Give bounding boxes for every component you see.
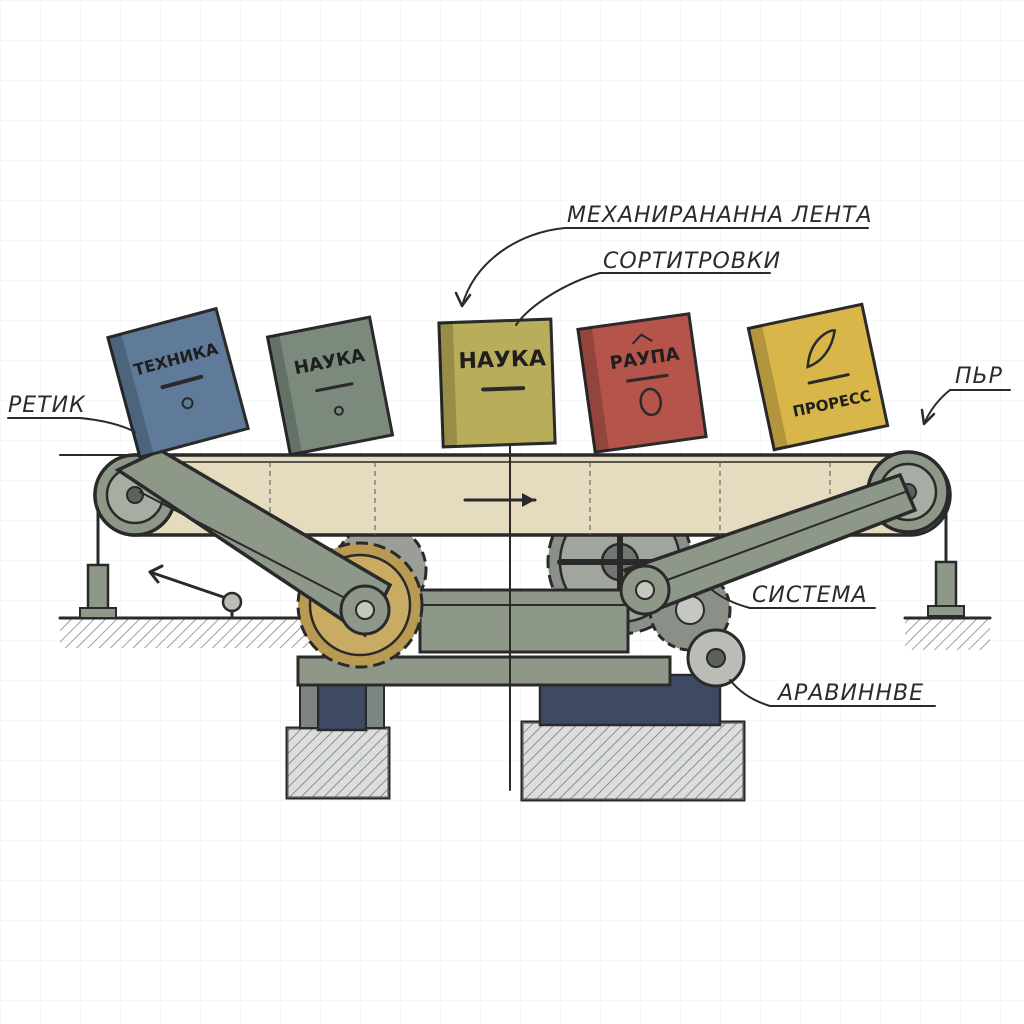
- label-left: РЕТИК: [8, 393, 86, 418]
- book-4: РАУПА: [576, 312, 708, 454]
- book-3-cover: [437, 317, 557, 449]
- label-sorting: СОРТИТРОВКИ: [603, 249, 781, 274]
- book-3: НАУКА: [437, 317, 557, 449]
- book-5-cover: [746, 302, 890, 452]
- pulley-lower-right: [686, 628, 746, 688]
- label-bottom: АРАВИННВЕ: [776, 681, 924, 706]
- foundation-right: [520, 720, 746, 802]
- book-2: НАУКА: [265, 315, 395, 457]
- feather-icon: [806, 329, 837, 369]
- foundation-left: [285, 726, 391, 800]
- small-lever: [148, 564, 252, 620]
- arm-left: [114, 448, 393, 638]
- book-2-cover: [265, 315, 395, 457]
- label-belt: МЕХАНИРАНАННА ЛЕНТА: [567, 203, 873, 228]
- floor: [58, 616, 992, 650]
- book-4-cover: [576, 312, 708, 454]
- book-1: ТЕХНИКА: [106, 306, 250, 460]
- label-right: ПЬР: [955, 364, 1003, 389]
- leg-left: [79, 508, 117, 619]
- direction-arrow-icon: [522, 493, 535, 507]
- book-3-title: НАУКА: [458, 346, 546, 374]
- label-system: СИСТЕМА: [752, 583, 868, 608]
- drive-beam: [418, 588, 630, 654]
- leader-lines: [7, 227, 1011, 707]
- book-5: ПРОРЕСС: [746, 302, 890, 452]
- arm-right: [619, 472, 918, 616]
